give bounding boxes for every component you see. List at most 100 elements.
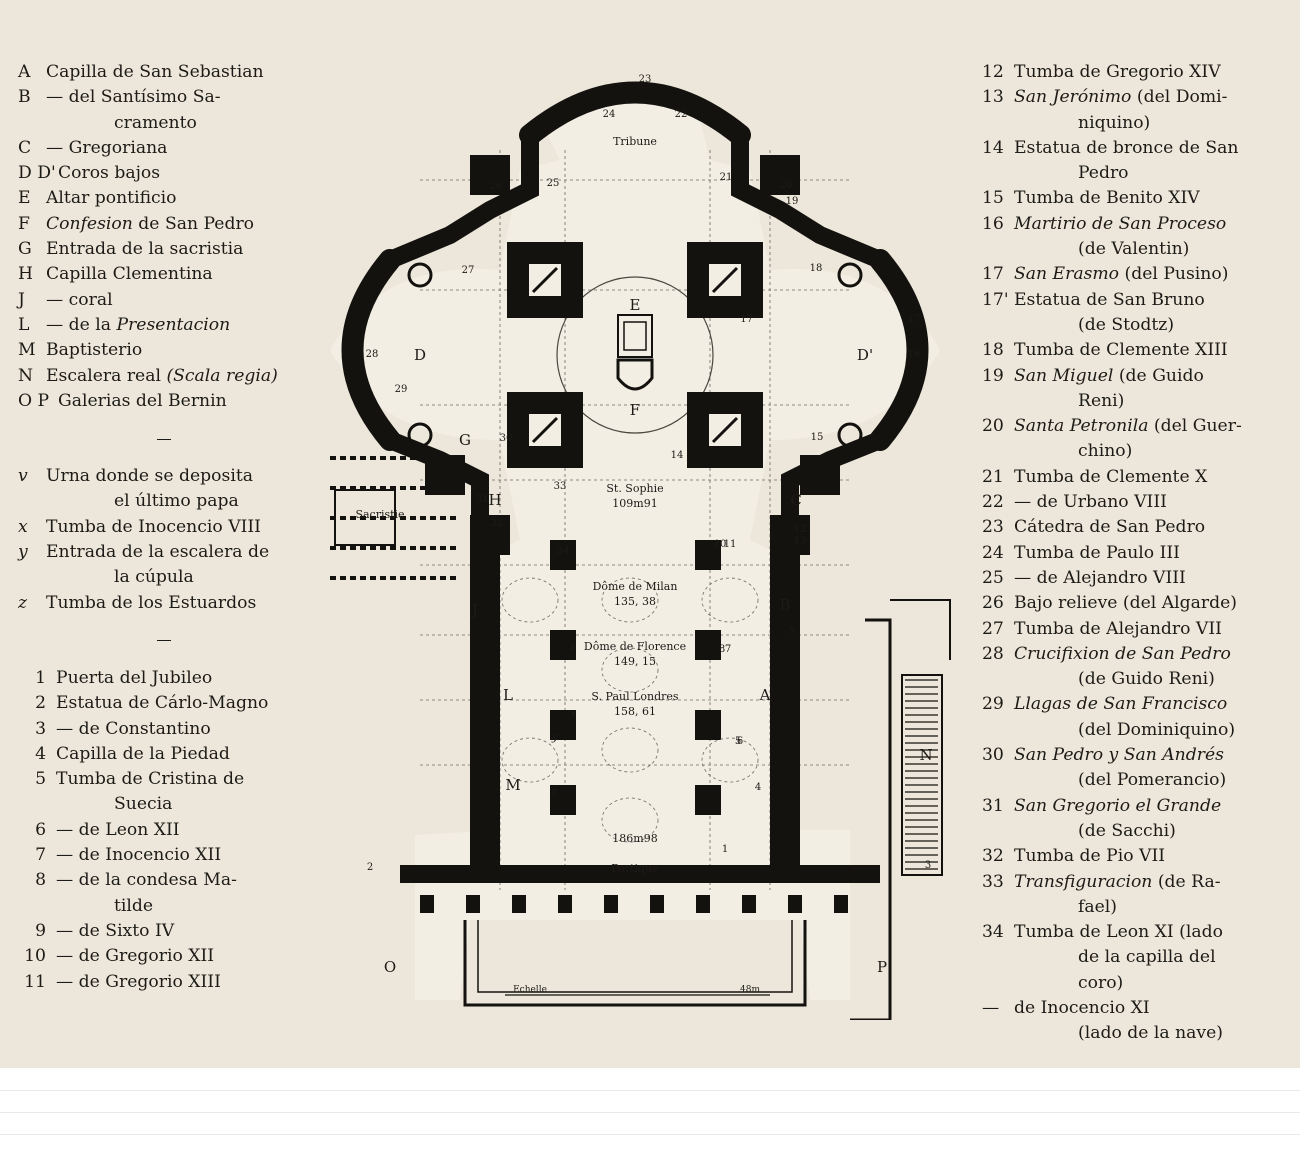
plan-number: 21 <box>720 172 733 183</box>
legend-entry: L— de la Presentacion <box>18 313 310 338</box>
plan-number: 13 <box>794 536 807 547</box>
chapel-altar <box>837 422 863 448</box>
portique-label: Portique <box>611 862 658 875</box>
comparison-name: St. Sophie <box>606 482 663 495</box>
portico-wall <box>400 865 880 883</box>
legend-entry-text: Tumba de Inocencio VIII <box>46 516 261 537</box>
legend-entry-text: Estatua de San Bruno <box>1014 289 1205 310</box>
comparison-name: S. Paul Londres <box>591 690 679 703</box>
legend-entry-key: 29 <box>982 694 1004 715</box>
legend-entry-key: C <box>18 137 32 158</box>
chapel-altar <box>407 262 433 288</box>
legend-entry-key: 13 <box>982 87 1004 108</box>
legend-entry-continuation: (lado de la nave) <box>982 1021 1264 1046</box>
plan-number: 7 <box>725 644 731 655</box>
legend-entry-key: 16 <box>982 213 1004 234</box>
east-apse-wall <box>869 249 929 451</box>
plan-number: 6 <box>737 736 743 747</box>
legend-entry-continuation: de la capilla del <box>982 945 1264 970</box>
nave-pier <box>695 785 721 815</box>
legend-entry: 7— de Inocencio XII <box>18 843 310 868</box>
legend-entry-continuation: (del Dominiquino) <box>982 718 1264 743</box>
legend-entry-key: O P <box>18 390 50 411</box>
legend-entry-text: San Miguel (de Guido <box>1014 365 1204 386</box>
confession <box>616 358 654 391</box>
north-east-wall <box>731 126 889 269</box>
legend-entry-text: de Inocencio XI <box>1014 997 1150 1018</box>
legend-entry-key: 31 <box>982 795 1004 816</box>
legend-entry-key: 27 <box>982 618 1004 639</box>
right-corridor <box>890 599 951 660</box>
legend-entry-key: 9 <box>35 920 46 941</box>
legend-entry-key: 11 <box>24 971 46 992</box>
legend-entry-continuation: coro) <box>982 971 1264 996</box>
legend-entry-text: Suecia <box>114 794 173 815</box>
comparison-name: Dôme de Florence <box>584 640 686 653</box>
legend-entry-text: Reni) <box>1078 390 1125 411</box>
crossing-pier <box>507 242 583 318</box>
legend-entry-key: 20 <box>982 416 1004 437</box>
legend-entry-key: 17' <box>982 289 1009 310</box>
legend-entry-text: Transfiguracion (de Ra- <box>1014 871 1221 892</box>
legend-entry-key: D D' <box>18 163 56 184</box>
legend-entry-key: 2 <box>35 693 46 714</box>
legend-entry: 25— de Alejandro VIII <box>982 566 1264 591</box>
plan-letter-f: F <box>630 401 640 419</box>
legend-entry-text: Confesion de San Pedro <box>46 213 255 234</box>
plan-letter-b: B <box>779 596 790 614</box>
legend-entry-continuation: Pedro <box>982 161 1264 186</box>
vault-oval <box>601 577 659 623</box>
nave-west-wall <box>470 540 500 870</box>
portico-column <box>834 895 848 913</box>
plan-mark: v <box>570 640 577 653</box>
legend-entry-text: San Pedro y San Andrés <box>1014 745 1224 766</box>
legend-entry-key: N <box>18 365 34 386</box>
vault-oval <box>501 577 559 623</box>
legend-entry-text: — de Gregorio XII <box>56 946 215 967</box>
plan-letter-o: O <box>384 958 396 976</box>
legend-entry-continuation: la cúpula <box>18 565 310 590</box>
crossing-pier <box>507 392 583 468</box>
plan-number: 34 <box>557 546 570 557</box>
legend-entry: C — Gregoriana <box>18 136 310 161</box>
legend-entry-text: Puerta del Jubileo <box>56 667 213 688</box>
vault-oval <box>701 577 759 623</box>
plan-number: 17 <box>908 314 921 325</box>
legend-entry: J— coral <box>18 288 310 313</box>
legend-entry-text: — Gregoriana <box>46 137 168 158</box>
separator-dash <box>18 414 310 464</box>
altar-inner <box>623 321 647 351</box>
church-floor <box>330 87 940 1000</box>
vault-oval <box>601 727 659 773</box>
pier-statue <box>711 416 739 444</box>
legend-entry-text: cramento <box>114 112 197 133</box>
legend-entry-key: 6 <box>35 819 46 840</box>
nave-pier <box>550 540 576 570</box>
plan-number: 11 <box>724 539 737 550</box>
pier-statue <box>531 416 559 444</box>
nave-pier <box>550 785 576 815</box>
legend-entry: 10— de Gregorio XII <box>18 944 310 969</box>
plan-number: 26 <box>490 181 503 192</box>
legend-entry-key: 8 <box>35 870 46 891</box>
chapel-block <box>470 155 510 195</box>
legend-entry: D D'Coros bajos <box>18 161 310 186</box>
plan-number: 3 <box>925 860 931 871</box>
plan-number: 4 <box>755 782 761 793</box>
vault-oval <box>601 647 659 693</box>
legend-entry-text: Altar pontificio <box>46 188 177 209</box>
